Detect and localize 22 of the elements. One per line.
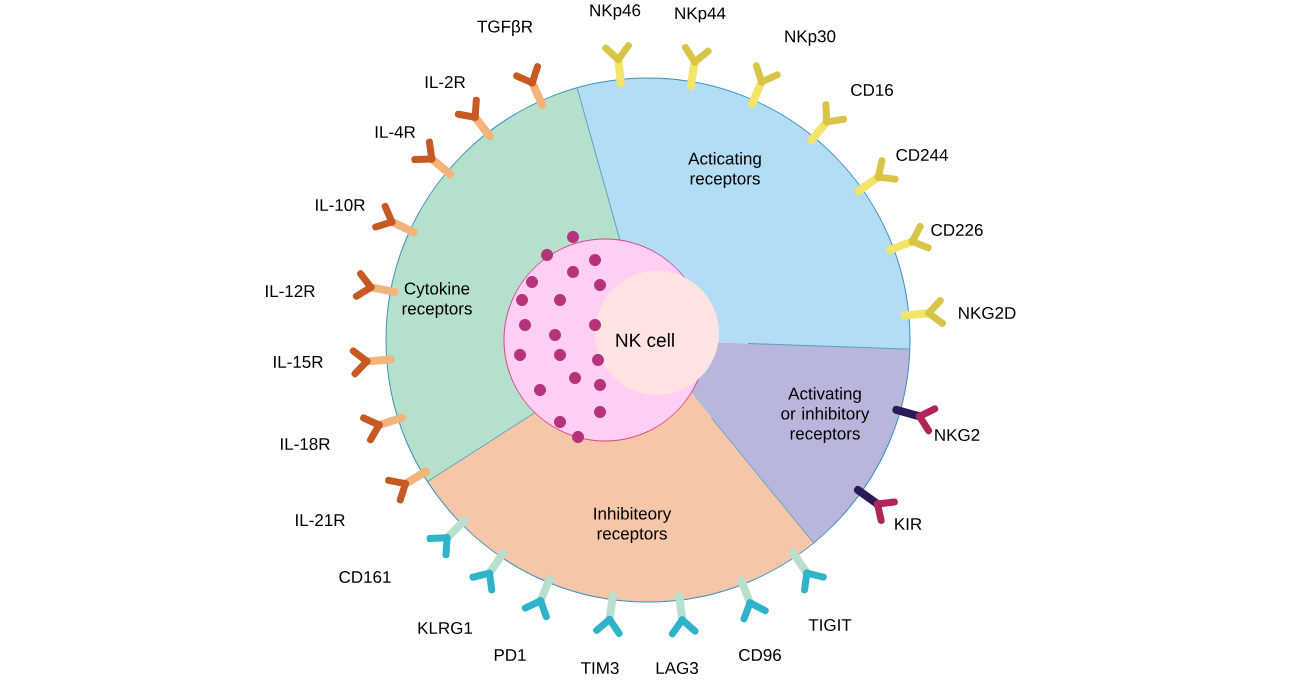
receptor-label: CD161 (339, 571, 391, 584)
receptor-label: IL-2R (425, 76, 465, 88)
receptor-label: IL-15R (274, 356, 323, 368)
receptor-label: PD1 (494, 649, 526, 661)
receptor-label: CD226 (931, 224, 983, 237)
receptor-label: NKG2 (935, 429, 980, 442)
receptor-label: TIM3 (581, 662, 619, 675)
receptor-label: NKp30 (785, 30, 836, 46)
receptor-label: IL-21R (296, 514, 345, 526)
receptor-label: NKG2D (959, 307, 1016, 320)
receptor-label: NKp44 (675, 7, 726, 23)
receptor-label: IL-18R (281, 438, 330, 451)
receptor-label: KLRG1 (418, 622, 473, 635)
nucleus: NK cell (503, 238, 719, 442)
receptor-label: TGFβR (477, 20, 533, 36)
receptor-label: CD96 (739, 649, 781, 662)
receptor-label: IL-10R (316, 199, 365, 212)
receptor-label: TIGIT (808, 619, 852, 632)
receptor-label: NKp46 (590, 4, 641, 20)
receptor-label: CD16 (851, 84, 893, 97)
receptor-label: IL-12R (266, 285, 315, 297)
receptor-label: LAG3 (656, 662, 698, 675)
